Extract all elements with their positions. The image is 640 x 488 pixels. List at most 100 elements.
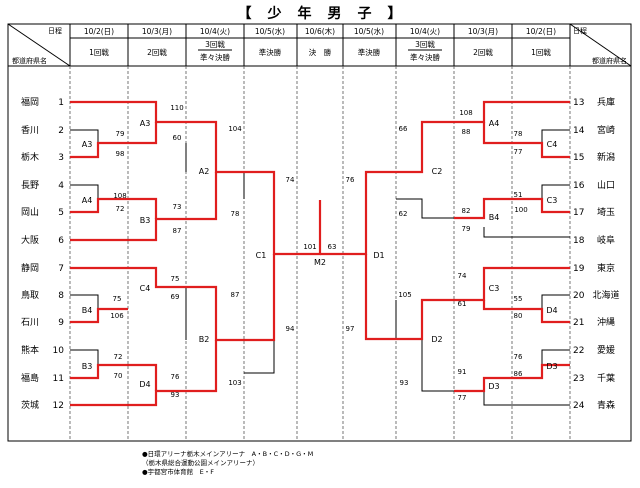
venue-notes: ●日環アリーナ栃木メインアリーナ A・B・C・D・G・M （栃木県総合運動公園メ… (142, 450, 313, 477)
date-cell: 10/4(火) (410, 27, 440, 36)
score: 69 (171, 293, 180, 301)
match-label: B4 (82, 306, 93, 315)
date-cell: 10/5(水) (255, 26, 285, 36)
match-label: B2 (199, 335, 210, 344)
team-name-left: 石川 (21, 318, 39, 328)
team-seed-right: 19 (573, 264, 585, 274)
score: 108 (459, 109, 472, 117)
match-label: B4 (489, 213, 500, 222)
score: 72 (116, 205, 125, 213)
score: 66 (399, 125, 408, 133)
venue-note: （栃木県総合運動公園メインアリーナ） (142, 459, 259, 467)
round-label: 準決勝 (358, 47, 381, 57)
score: 74 (458, 272, 467, 280)
score: 105 (398, 291, 411, 299)
team-seed-left: 8 (58, 291, 64, 301)
score: 73 (173, 203, 182, 211)
team-name-left: 鳥取 (21, 289, 39, 301)
score: 61 (458, 300, 467, 308)
round-label: 1回戦 (89, 47, 109, 57)
team-seed-right: 21 (573, 318, 584, 328)
team-seed-left: 1 (58, 98, 64, 108)
team-name-right: 愛媛 (597, 344, 615, 356)
round-label: 3回戦 (205, 39, 225, 49)
score: 110 (170, 104, 183, 112)
score: 79 (462, 225, 471, 233)
score: 76 (171, 373, 180, 381)
team-seed-left: 3 (58, 153, 64, 163)
team-name-right: 岐阜 (597, 234, 615, 246)
team-name-right: 千葉 (597, 372, 615, 384)
team-name-left: 福島 (21, 372, 39, 384)
score: 106 (110, 312, 124, 320)
team-name-left: 茨城 (21, 399, 39, 411)
date-cell: 10/2(日) (526, 27, 556, 36)
match-label: A4 (82, 196, 93, 205)
round-label: 2回戦 (473, 47, 493, 57)
team-name-left: 静岡 (21, 262, 39, 274)
team-name-right: 北海道 (592, 289, 619, 301)
match-label: D2 (431, 335, 442, 344)
team-seed-left: 10 (53, 346, 65, 356)
match-label: C4 (140, 284, 151, 293)
match-label: D4 (139, 380, 150, 389)
team-seed-left: 5 (58, 208, 64, 218)
score: 93 (400, 379, 409, 387)
page-title: 【 少 年 男 子 】 (237, 6, 403, 22)
score: 80 (514, 312, 523, 320)
team-seed-right: 15 (573, 153, 584, 163)
team-name-left: 大阪 (21, 234, 39, 246)
score: 74 (286, 176, 295, 184)
match-label: M2 (314, 258, 326, 267)
team-name-right: 埼玉 (597, 206, 615, 218)
team-name-right: 新潟 (597, 151, 615, 163)
bracket-frame (7, 23, 632, 442)
score: 78 (514, 130, 523, 138)
score: 72 (114, 353, 123, 361)
team-seed-right: 18 (573, 236, 585, 246)
score: 101 (303, 243, 316, 251)
score: 88 (462, 128, 471, 136)
team-name-right: 兵庫 (597, 96, 615, 108)
team-seed-right: 14 (573, 126, 585, 136)
team-name-left: 熊本 (21, 344, 39, 356)
team-name-left: 岡山 (21, 207, 39, 218)
date-cell: 10/2(日) (84, 27, 114, 36)
score: 78 (231, 210, 240, 218)
score: 55 (514, 295, 523, 303)
score: 60 (173, 134, 182, 142)
score: 62 (399, 210, 408, 218)
venue-note: ●日環アリーナ栃木メインアリーナ A・B・C・D・G・M (142, 450, 314, 458)
score: 51 (514, 191, 523, 199)
round-label: 3回戦 (415, 39, 435, 49)
team-seed-right: 16 (573, 181, 585, 191)
team-name-left: 福岡 (21, 96, 39, 108)
score: 97 (346, 325, 355, 333)
score: 87 (231, 291, 240, 299)
score: 77 (458, 394, 467, 402)
match-label: A4 (489, 119, 500, 128)
match-label: C2 (432, 167, 443, 176)
team-name-right: 山口 (597, 180, 615, 191)
team-name-right: 東京 (597, 262, 615, 274)
round-label: 準決勝 (259, 47, 282, 57)
right-corner-bottom: 都道府県名 (592, 56, 627, 65)
team-seed-left: 11 (53, 374, 64, 384)
team-seed-left: 6 (58, 236, 64, 246)
match-label: A3 (82, 140, 93, 149)
right-corner-top: 日程 (573, 26, 587, 35)
score: 76 (514, 353, 523, 361)
winner-lines (70, 100, 570, 407)
match-labels: A3 A4 B4 B3 A3 B3 C4 D4 A2 B2 C1 M2 D1 C… (82, 119, 558, 391)
team-seed-right: 24 (573, 401, 585, 411)
match-label: D3 (546, 362, 557, 371)
team-seed-right: 20 (573, 291, 585, 301)
match-label: C1 (256, 251, 267, 260)
match-label: D3 (488, 382, 499, 391)
match-label: C3 (547, 196, 558, 205)
match-label: B3 (140, 216, 151, 225)
round-label: 2回戦 (147, 47, 167, 57)
score: 70 (114, 372, 123, 380)
